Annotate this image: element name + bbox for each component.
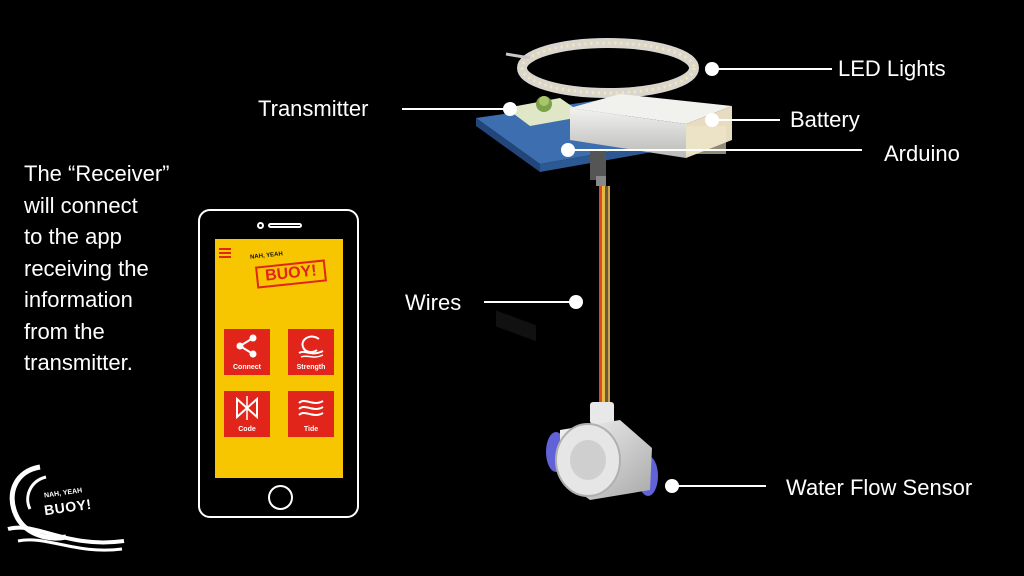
- phone-speaker-icon: [268, 223, 302, 228]
- app-logo-tagline: NAH, YEAH: [249, 251, 284, 261]
- tile-label: Code: [238, 426, 256, 433]
- tide-button[interactable]: Tide: [288, 391, 334, 437]
- description-line: to the app: [24, 224, 122, 249]
- description-line: will connect: [24, 192, 138, 218]
- transmitter-module: [506, 96, 586, 126]
- share-icon: [236, 334, 257, 358]
- app-logo: NAH, YEAH BUOY!: [246, 251, 330, 291]
- callout-transmitter: [402, 102, 517, 116]
- wire-bundle: [599, 186, 610, 426]
- label-battery: Battery: [790, 107, 860, 132]
- label-led-lights: LED Lights: [838, 56, 946, 81]
- water-flow-sensor: [546, 402, 658, 500]
- bowtie-icon: [236, 396, 258, 420]
- app-logo-title: BUOY!: [255, 259, 327, 289]
- description-line: The “Receiver”: [24, 161, 170, 186]
- label-arduino: Arduino: [884, 141, 960, 166]
- callout-arduino: [561, 143, 862, 157]
- label-transmitter: Transmitter: [258, 96, 369, 121]
- receiver-description: The “Receiver” will connect to the app r…: [24, 158, 194, 379]
- code-button[interactable]: Code: [224, 391, 270, 437]
- brand-logo: NAH, YEAH BUOY!: [6, 463, 128, 553]
- connect-button[interactable]: Connect: [224, 329, 270, 375]
- phone-home-button-icon: [268, 485, 293, 510]
- description-line: from the: [24, 318, 105, 344]
- label-water-flow-sensor: Water Flow Sensor: [786, 475, 973, 500]
- phone-illustration: NAH, YEAH BUOY! Connect: [198, 209, 359, 518]
- callout-led-lights: [705, 62, 832, 76]
- strength-button[interactable]: Strength: [288, 329, 334, 375]
- callout-water-flow-sensor: [665, 479, 766, 493]
- wave-swirl-icon: [298, 335, 324, 358]
- tile-label: Connect: [233, 364, 261, 371]
- description-line: transmitter.: [24, 350, 133, 375]
- hamburger-menu-icon[interactable]: [219, 248, 231, 258]
- led-ring: [505, 38, 699, 98]
- waves-icon: [298, 400, 324, 416]
- tile-label: Tide: [303, 426, 319, 433]
- tile-label: Strength: [296, 364, 326, 371]
- description-line: receiving the: [24, 255, 149, 281]
- phone-camera-icon: [257, 222, 264, 229]
- brand-wave-icon: [7, 464, 125, 552]
- label-wires: Wires: [405, 290, 462, 315]
- callout-wires: [484, 295, 583, 309]
- callout-battery: [705, 113, 780, 127]
- app-screen: NAH, YEAH BUOY! Connect: [215, 239, 343, 478]
- description-line: information: [24, 287, 133, 312]
